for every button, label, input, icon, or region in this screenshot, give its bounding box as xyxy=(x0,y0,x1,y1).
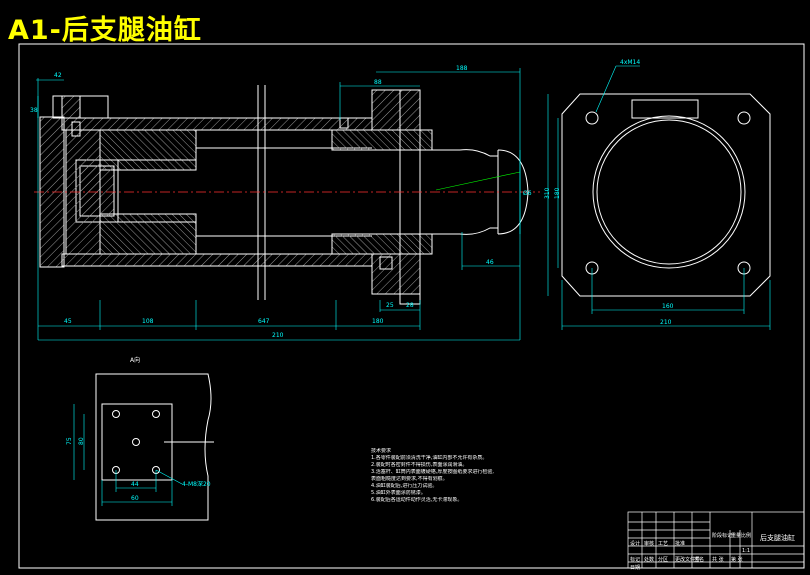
dim-chain-2: 108 xyxy=(142,318,154,325)
dim-chain-3: 647 xyxy=(258,318,270,325)
dim-top-left-height: 38 xyxy=(30,107,38,114)
dim-bottom-small-2: 28 xyxy=(406,302,414,309)
title-block-row-process: 工艺 xyxy=(658,541,669,547)
notes-line: 4.油缸装配后,进行压力试验。 xyxy=(371,483,438,489)
drawing-title: A1-后支腿油缸 xyxy=(8,15,202,46)
title-block-row-change: 更改文件号 xyxy=(675,557,701,563)
dim-chain-1: 45 xyxy=(64,318,72,325)
notes-line: 3.活塞杆、缸筒内表面镀硬铬,厚度按图纸要求进行检验, xyxy=(371,469,494,475)
detail-view xyxy=(95,373,214,521)
dim-top-right: 188 xyxy=(456,65,468,72)
dim-top-left-width: 42 xyxy=(54,72,62,79)
detail-width-outer: 60 xyxy=(131,495,139,502)
main-section-view xyxy=(39,85,529,305)
detail-label: A向 xyxy=(130,356,140,364)
end-width-inner: 160 xyxy=(662,303,674,310)
detail-width-inner: 44 xyxy=(131,481,139,488)
title-block-row-zone: 分区 xyxy=(658,557,669,563)
title-block-row-total: 共 张 xyxy=(712,557,724,563)
dim-top-mid: 88 xyxy=(374,79,382,86)
technical-notes: 技术要求 1.各零件装配前须清洗干净,油缸内部不允许有杂质。 2.装配时各密封件… xyxy=(371,448,571,504)
notes-line: 1.各零件装配前须清洗干净,油缸内部不允许有杂质。 xyxy=(371,455,488,461)
dim-bottom-small-1: 25 xyxy=(386,302,394,309)
dim-overall: 210 xyxy=(272,332,284,339)
title-block-row-review: 审核 xyxy=(644,541,655,547)
dimension-lines xyxy=(36,68,521,341)
notes-line: 表面粗糙度达到要求,不得有划痕。 xyxy=(371,476,448,482)
end-view xyxy=(561,93,771,297)
title-block-scale: 1:1 xyxy=(742,548,751,554)
dim-rod-extension: 46 xyxy=(486,259,494,266)
title-block-row-weight: 重量 xyxy=(731,533,742,539)
drawing-frame xyxy=(18,43,805,569)
dim-chain-4: 180 xyxy=(372,318,384,325)
notes-line: 6.装配后各运动件动作灵活,无卡滞现象。 xyxy=(371,497,463,503)
notes-line: 2.装配时各密封件不得损伤,表面涂润滑油。 xyxy=(371,462,468,468)
title-block-row-sign: 签名 xyxy=(694,557,705,563)
title-block-row-count: 处数 xyxy=(644,557,655,563)
notes-heading: 技术要求 xyxy=(371,448,392,454)
detail-height-inner: 80 xyxy=(78,437,85,445)
title-block xyxy=(627,511,805,569)
title-block-row-design: 设计 xyxy=(630,541,641,547)
title-block-row-date: 日期 xyxy=(630,565,641,571)
end-height-outer: 310 xyxy=(544,187,551,199)
detail-hole-note: 4-M8深20 xyxy=(182,480,211,488)
title-block-row-stage: 阶段标记 xyxy=(712,533,733,539)
title-block-row-sheet: 第 张 xyxy=(731,557,743,563)
dim-rod-diameter: Ø6 xyxy=(523,190,532,197)
end-height-inner: 180 xyxy=(554,187,561,199)
detail-height-outer: 75 xyxy=(66,437,73,445)
notes-line: 5.油缸外表面涂防锈漆。 xyxy=(371,490,426,496)
title-block-drawing-name: 后支腿油缸 xyxy=(760,534,795,542)
end-width-outer: 210 xyxy=(660,319,672,326)
end-hole-note: 4xM14 xyxy=(620,59,640,66)
title-block-row-mark: 标记 xyxy=(630,557,641,563)
title-block-row-approve: 批准 xyxy=(675,541,686,547)
title-block-row-ratio: 比例 xyxy=(741,533,752,539)
